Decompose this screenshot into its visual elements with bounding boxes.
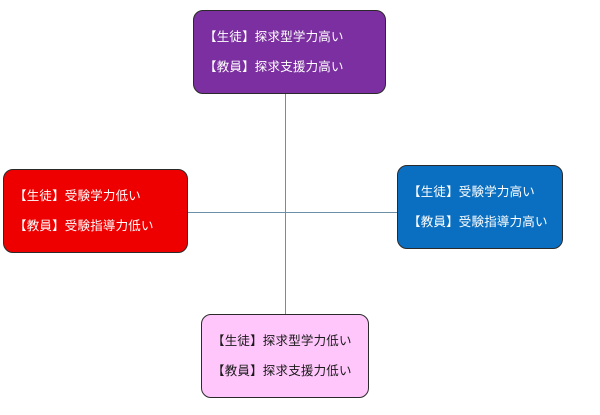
- left-student-label: 【生徒】受験学力低い: [14, 188, 142, 203]
- quadrant-box-top: 【生徒】探求型学力高い 【教員】探求支援力高い: [193, 10, 386, 94]
- horizontal-axis-line: [187, 212, 398, 213]
- bottom-student-label: 【生徒】探求型学力低い: [212, 333, 352, 348]
- quadrant-box-bottom: 【生徒】探求型学力低い 【教員】探求支援力低い: [201, 314, 369, 398]
- quadrant-box-right: 【生徒】受験学力高い 【教員】受験指導力高い: [397, 165, 563, 249]
- top-teacher-label: 【教員】探求支援力高い: [204, 59, 344, 74]
- quadrant-box-left: 【生徒】受験学力低い 【教員】受験指導力低い: [3, 169, 188, 253]
- left-teacher-label: 【教員】受験指導力低い: [14, 218, 154, 233]
- right-student-label: 【生徒】受験学力高い: [408, 184, 536, 199]
- right-teacher-label: 【教員】受験指導力高い: [408, 214, 548, 229]
- top-student-label: 【生徒】探求型学力高い: [204, 29, 344, 44]
- vertical-axis-line: [285, 93, 286, 315]
- bottom-teacher-label: 【教員】探求支援力低い: [212, 363, 352, 378]
